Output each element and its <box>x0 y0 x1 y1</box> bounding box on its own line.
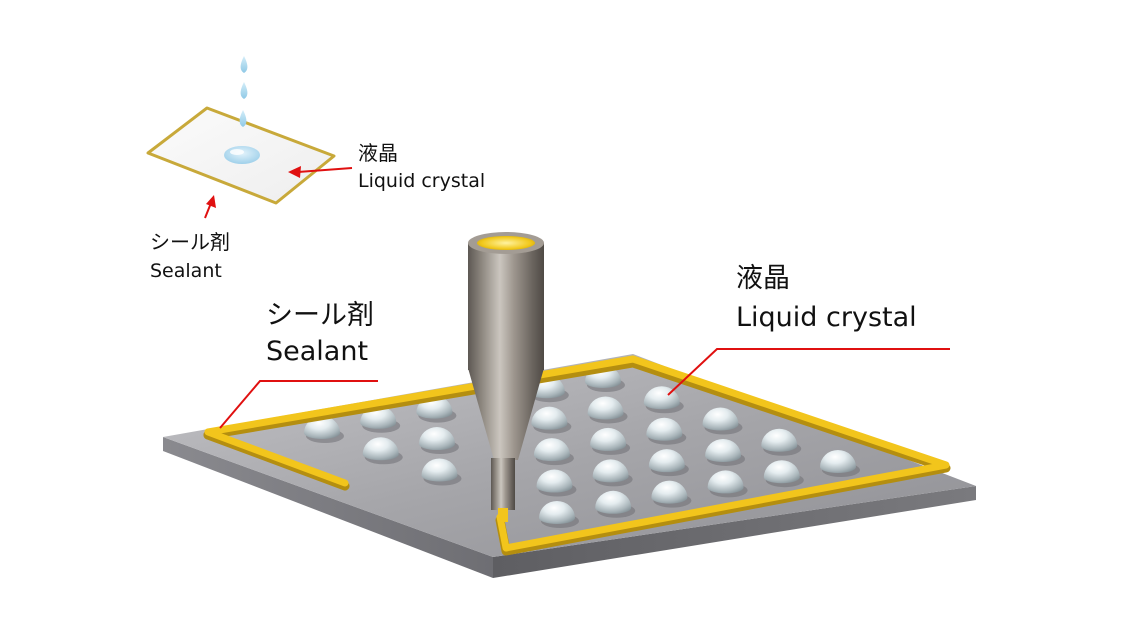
dispenser-nozzle <box>468 232 544 522</box>
main-lc-label-jp: 液晶 <box>736 263 790 294</box>
inset-lc-label-en: Liquid crystal <box>358 170 486 192</box>
lc-droplet <box>651 480 692 508</box>
lc-droplet <box>702 407 743 435</box>
lc-droplet <box>539 501 579 528</box>
lc-droplet <box>592 459 633 487</box>
nozzle-top-sealant <box>477 236 535 250</box>
inset-sealant-label-jp: シール剤 <box>150 230 230 254</box>
lc-droplet <box>761 428 802 456</box>
lc-droplet <box>763 460 804 488</box>
lc-droplet <box>595 490 636 518</box>
substrate-right-edge <box>493 486 976 578</box>
lc-droplet <box>421 458 462 486</box>
lc-droplet-grid <box>304 365 860 528</box>
inset-sealant-arrow <box>204 195 216 219</box>
lc-droplet <box>648 449 689 477</box>
main-lc-label-en: Liquid crystal <box>736 302 917 333</box>
lc-droplet <box>590 427 631 455</box>
lc-droplet <box>536 469 577 497</box>
sealant-left-line <box>204 428 349 487</box>
main-sealant-label-en: Sealant <box>266 336 369 367</box>
lc-puddle <box>224 146 260 164</box>
inset-lc-label-jp: 液晶 <box>358 141 398 165</box>
substrate-left-edge <box>163 437 493 578</box>
lc-droplet <box>820 450 860 477</box>
main-sealant-leader <box>219 380 378 429</box>
lc-droplet <box>707 470 748 498</box>
lc-droplet <box>416 395 457 423</box>
nozzle-body <box>468 243 544 370</box>
inset-panel <box>146 56 353 219</box>
nozzle-tip <box>491 458 515 510</box>
lc-droplet <box>646 417 687 445</box>
main-lc-leader <box>667 348 950 396</box>
lc-puddle-highlight <box>230 149 244 155</box>
lc-droplet <box>418 427 459 455</box>
lc-droplet <box>705 438 746 466</box>
nozzle-tip-sealant <box>498 508 508 522</box>
falling-drop-2 <box>240 82 248 99</box>
nozzle-taper <box>468 368 544 460</box>
main-sealant-label-jp: シール剤 <box>266 300 374 331</box>
inset-sealant-label-en: Sealant <box>150 260 222 282</box>
lc-droplet <box>531 406 572 434</box>
falling-drop-3 <box>239 110 247 127</box>
falling-drop-1 <box>240 56 248 73</box>
lc-droplet <box>362 437 403 465</box>
lc-droplet <box>587 396 628 424</box>
lc-droplet <box>533 438 574 466</box>
inset-lc-arrow <box>288 166 353 178</box>
